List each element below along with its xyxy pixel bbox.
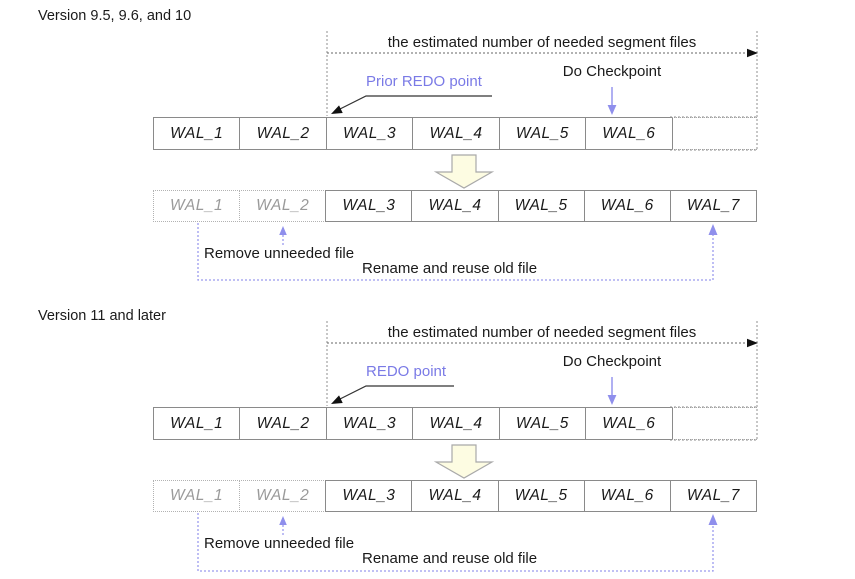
wal-segment: WAL_1 <box>153 117 241 150</box>
remove-arrowhead <box>279 516 287 525</box>
wal-segment: WAL_3 <box>325 407 414 440</box>
future-segment-placeholder <box>671 117 757 150</box>
wal-segment: WAL_1 <box>153 407 241 440</box>
wal-segment: WAL_7 <box>669 190 757 222</box>
section-version-9: Version 9.5, 9.6, and 10 the estimated n… <box>38 8 758 281</box>
checkpoint-arrowhead <box>607 105 617 115</box>
redo-leader-arrowhead <box>331 105 343 114</box>
future-segment-placeholder <box>671 407 757 440</box>
reuse-path-arrowhead <box>708 514 718 525</box>
wal-segment: WAL_5 <box>497 480 585 512</box>
transition-arrow <box>433 444 495 479</box>
section-version-11: Version 11 and later the estimated numbe… <box>0 290 855 579</box>
wal-row-before: WAL_1 WAL_2 WAL_3 WAL_4 WAL_5 WAL_6 <box>153 117 757 150</box>
wal-segment: WAL_7 <box>669 480 757 512</box>
wal-row-before: WAL_1 WAL_2 WAL_3 WAL_4 WAL_5 WAL_6 <box>153 407 757 440</box>
remove-unneeded-label: Remove unneeded file <box>204 245 355 262</box>
wal-segment: WAL_2 <box>239 117 327 150</box>
wal-segment: WAL_6 <box>585 407 673 440</box>
redo-leader-line <box>335 95 492 112</box>
redo-leader-arrowhead <box>331 395 343 404</box>
wal-row-after: WAL_1 WAL_2 WAL_3 WAL_4 WAL_5 WAL_6 WAL_… <box>153 190 757 222</box>
redo-leader-line <box>335 385 454 402</box>
transition-arrow <box>433 154 495 189</box>
wal-segment: WAL_3 <box>325 190 413 222</box>
wal-segment: WAL_5 <box>498 407 587 440</box>
wal-segment-removed: WAL_1 <box>153 190 241 222</box>
do-checkpoint-label: Do Checkpoint <box>562 353 662 370</box>
wal-segment: WAL_4 <box>411 480 499 512</box>
rename-reuse-label: Rename and reuse old file <box>362 260 538 277</box>
do-checkpoint-label: Do Checkpoint <box>562 63 662 80</box>
estimated-segments-label: the estimated number of needed segment f… <box>387 324 697 341</box>
wal-segment-removed: WAL_2 <box>239 480 327 512</box>
estimated-segments-label: the estimated number of needed segment f… <box>387 34 697 51</box>
section-title: Version 11 and later <box>38 308 166 324</box>
wal-segment: WAL_4 <box>411 190 499 222</box>
remove-arrowhead <box>279 226 287 235</box>
wal-segment: WAL_6 <box>585 117 673 150</box>
wal-segment: WAL_5 <box>497 190 585 222</box>
rename-reuse-label: Rename and reuse old file <box>362 550 538 567</box>
wal-segment-removed: WAL_2 <box>239 190 327 222</box>
wal-segment: WAL_3 <box>325 480 413 512</box>
wal-segment: WAL_3 <box>325 117 414 150</box>
wal-segment: WAL_2 <box>239 407 327 440</box>
remove-unneeded-label: Remove unneeded file <box>204 535 355 552</box>
wal-segment: WAL_6 <box>583 190 671 222</box>
wal-segment-removed: WAL_1 <box>153 480 241 512</box>
wal-segment: WAL_5 <box>498 117 587 150</box>
section-title: Version 9.5, 9.6, and 10 <box>38 8 192 24</box>
redo-point-label: Prior REDO point <box>366 73 482 90</box>
redo-point-label: REDO point <box>366 363 447 380</box>
wal-row-after: WAL_1 WAL_2 WAL_3 WAL_4 WAL_5 WAL_6 WAL_… <box>153 480 757 512</box>
reuse-path-arrowhead <box>708 224 718 235</box>
wal-segment: WAL_4 <box>412 117 500 150</box>
wal-segment: WAL_4 <box>412 407 500 440</box>
checkpoint-arrowhead <box>607 395 617 405</box>
wal-segment: WAL_6 <box>583 480 671 512</box>
